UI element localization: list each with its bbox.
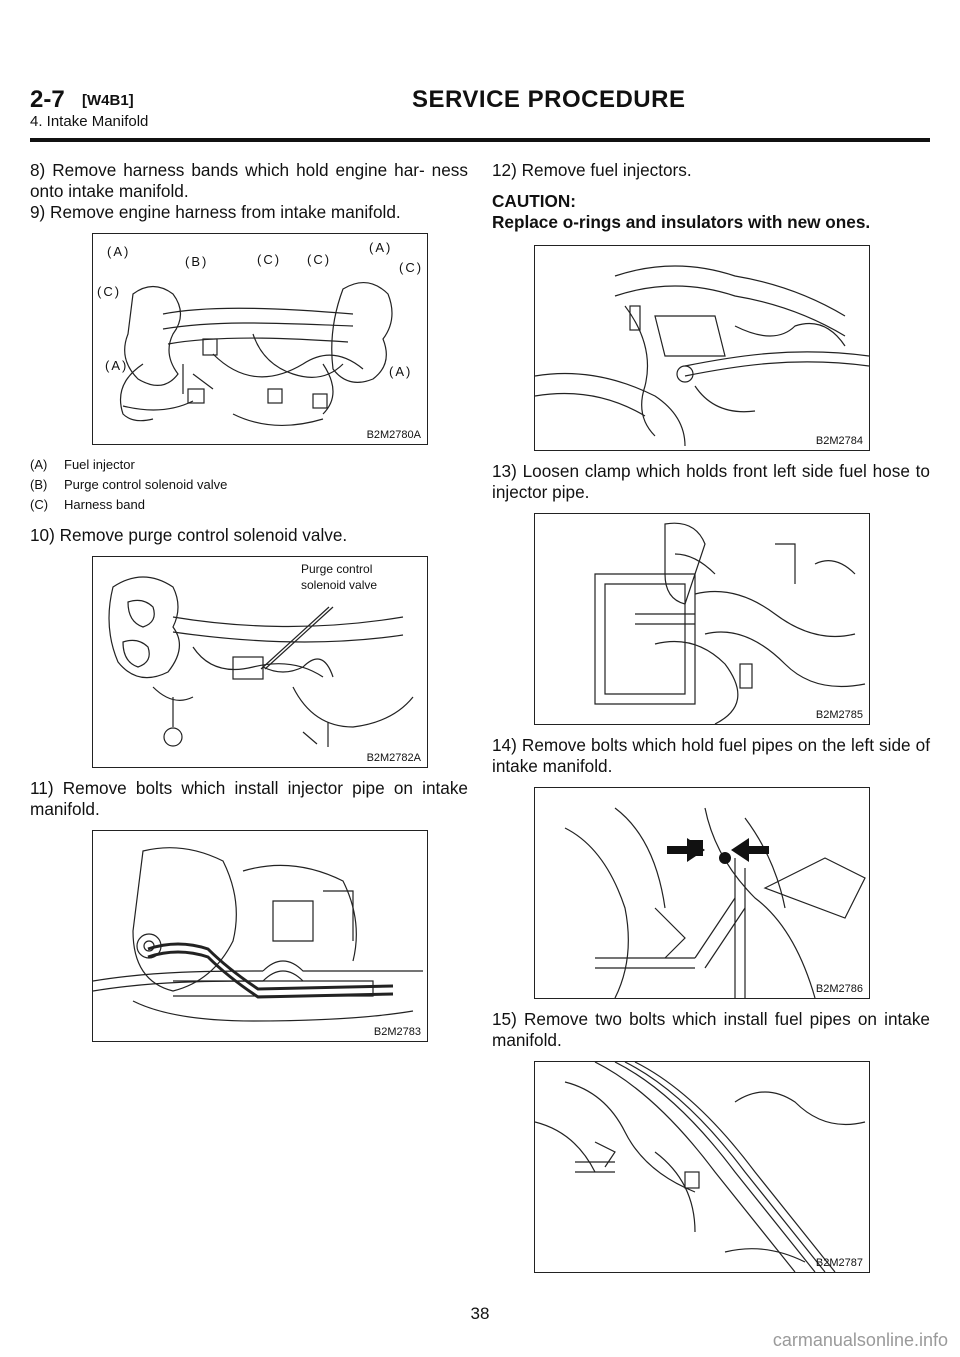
figure-loosen-clamp: B2M2785 (534, 513, 870, 725)
figure-code: B2M2787 (815, 1257, 863, 1269)
callout-a-bottom-right: (A) (389, 364, 413, 379)
step-9: 9) Remove engine harness from intake man… (30, 202, 401, 222)
figure-fuel-pipe-bolts: B2M2786 (534, 787, 870, 999)
step-10: 10) Remove purge control solenoid valve. (30, 525, 348, 545)
section-code: [W4B1] (82, 92, 134, 109)
figure-code: B2M2784 (815, 435, 863, 447)
step-14: 14) Remove bolts which hold fuel pipes o… (492, 735, 930, 776)
figure-code: B2M2783 (373, 1026, 421, 1038)
callout-c-right: (C) (399, 260, 424, 275)
right-column: 12) Remove fuel injectors. CAUTION: Repl… (492, 160, 930, 1283)
engine-harness-drawing (119, 282, 393, 426)
step-8: 8) Remove harness bands which hold engin… (30, 160, 468, 201)
loosen-clamp-drawing (594, 522, 866, 724)
injector-pipe-drawing (93, 847, 423, 1022)
figure-fuel-injectors: B2M2784 (534, 245, 870, 451)
purge-solenoid-drawing (108, 576, 414, 747)
legend-item-b: (B)Purge control solenoid valve (30, 477, 228, 492)
caution-text: Replace o-rings and insulators with new … (492, 212, 871, 232)
purge-label-line-1: Purge control (301, 562, 373, 576)
callout-a-top-left: (A) (107, 244, 131, 259)
figure-code: B2M2785 (815, 709, 863, 721)
section-number: 2-7 (30, 86, 65, 113)
step-12: 12) Remove fuel injectors. (492, 160, 692, 180)
figure-legend: (A)Fuel injector (B)Purge control soleno… (30, 455, 468, 515)
legend-item-c: (C)Harness band (30, 497, 145, 512)
intake-bolts-drawing (535, 1062, 866, 1272)
watermark: carmanualsonline.info (772, 1330, 948, 1350)
step-13: 13) Loosen clamp which holds front left … (492, 461, 930, 502)
fuel-injectors-drawing (535, 265, 869, 447)
subsection-title: 4. Intake Manifold (30, 113, 149, 130)
figure-code: B2M2780A (366, 429, 421, 441)
legend-item-a: (A)Fuel injector (30, 457, 135, 472)
callout-c-1: (C) (257, 252, 282, 267)
fuel-pipe-bolts-drawing (564, 807, 866, 998)
page-header: 2-7 [W4B1] SERVICE PROCEDURE 4. Intake M… (30, 86, 930, 140)
step-11: 11) Remove bolts which install injector … (30, 778, 468, 819)
figure-injector-pipe: B2M2783 (92, 830, 428, 1042)
figure-purge-solenoid: Purge control solenoid valve B2M2782A (92, 556, 428, 768)
callout-b: (B) (185, 254, 209, 269)
figure-engine-harness: (A) (B) (C) (C) (A) (C) (C) (A) (A) B2M2… (92, 233, 428, 445)
header-rule (30, 138, 930, 142)
figure-intake-bolts: B2M2787 (534, 1061, 870, 1273)
page-number: 38 (470, 1304, 490, 1323)
callout-c-left: (C) (97, 284, 122, 299)
figure-code: B2M2786 (815, 983, 863, 995)
callout-c-2: (C) (307, 252, 332, 267)
caution-heading: CAUTION: (492, 191, 577, 211)
purge-label-line-2: solenoid valve (301, 578, 378, 592)
figure-code: B2M2782A (366, 752, 421, 764)
step-15: 15) Remove two bolts which install fuel … (492, 1009, 930, 1050)
left-column: 8) Remove harness bands which hold engin… (30, 160, 468, 1052)
callout-a-bottom-left: (A) (105, 358, 129, 373)
section-title: SERVICE PROCEDURE (412, 86, 686, 113)
callout-a-top-right: (A) (369, 240, 393, 255)
